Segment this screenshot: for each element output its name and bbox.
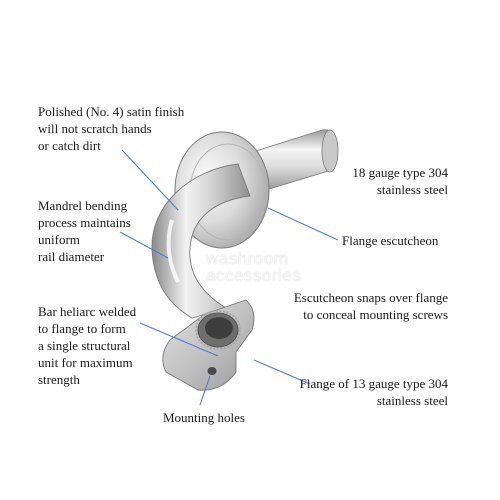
leader-mandrel — [119, 231, 169, 259]
leader-lines — [119, 149, 339, 406]
callout-snaps: Escutcheon snaps over flange to conceal … — [293, 290, 448, 322]
callout-finish: Polished (No. 4) satin finish will not s… — [38, 104, 185, 153]
mounting-flange — [162, 299, 255, 391]
callout-escutcheon: Flange escutcheon — [342, 233, 439, 248]
leader-welded — [139, 322, 219, 357]
callout-welded: Bar heliarc welded to flange to form a s… — [38, 304, 137, 387]
leader-finish — [121, 149, 179, 211]
watermark-line-2: accessories — [206, 266, 302, 285]
leader-escutcheon — [267, 207, 339, 241]
callout-gauge18: 18 gauge type 304 stainless steel — [352, 165, 448, 197]
rail-bend — [151, 163, 251, 319]
leader-gauge13 — [253, 359, 311, 385]
callout-gauge13: Flange of 13 gauge type 304 stainless st… — [299, 376, 448, 408]
mounting-hole — [207, 367, 217, 375]
watermark-line-1: washroom — [206, 249, 289, 268]
leader-holes — [199, 375, 211, 406]
watermark: washroom accessories — [206, 250, 301, 284]
callout-holes: Mounting holes — [163, 410, 245, 425]
callout-mandrel: Mandrel bending process maintains unifor… — [38, 198, 131, 264]
